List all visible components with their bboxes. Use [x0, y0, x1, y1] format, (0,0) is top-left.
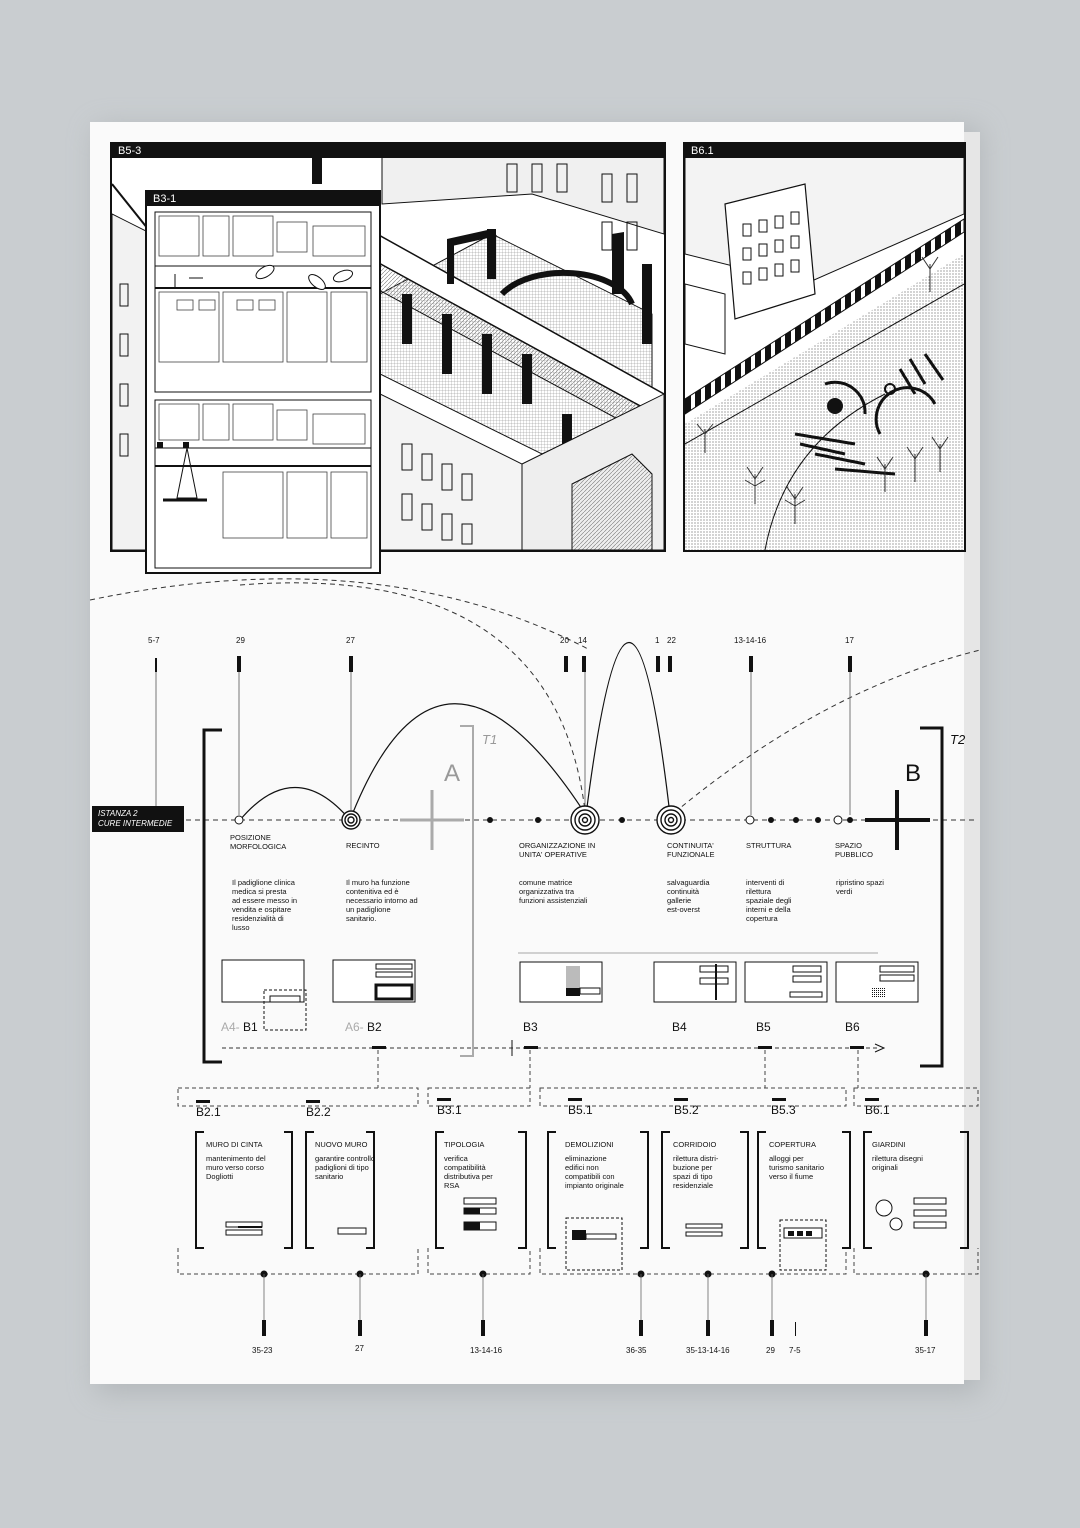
sheet-edge	[964, 132, 980, 1380]
top-number: 17	[845, 636, 854, 645]
panel-label-b3-1: B3-1	[147, 192, 379, 206]
code-b2: B2	[367, 1020, 382, 1034]
bottom-number: 35-13-14-16	[686, 1346, 730, 1355]
t1-label: T1	[482, 732, 498, 747]
bottom-number: 36-35	[626, 1346, 647, 1355]
card-title-corridoio: CORRIDOIO	[673, 1140, 717, 1149]
top-number: 1	[655, 636, 660, 645]
code-b4: B4	[672, 1020, 687, 1034]
letter-a: A	[444, 760, 461, 787]
top-number: 13-14-16	[734, 636, 767, 645]
card-title-demolizioni: DEMOLIZIONI	[565, 1140, 614, 1149]
bottom-number: 35-23	[252, 1346, 273, 1355]
card-code-b5-2: B5.2	[674, 1103, 699, 1117]
code-b6: B6	[845, 1020, 860, 1034]
bottom-number: 27	[355, 1344, 364, 1353]
istanza-line2: CURE INTERMEDIE	[98, 819, 173, 828]
top-number: 14	[578, 636, 587, 645]
top-number: 20	[560, 636, 569, 645]
bottom-number: 13-14-16	[470, 1346, 503, 1355]
node-label-continuita: CONTINUITA'FUNZIONALE	[667, 841, 715, 859]
istanza-label: ISTANZA 2 CURE INTERMEDIE	[92, 806, 184, 832]
top-number: 29	[236, 636, 245, 645]
code-b5: B5	[756, 1020, 771, 1034]
panel-label-b6-1: B6.1	[685, 144, 964, 158]
node-label-struttura: STRUTTURA	[746, 841, 792, 850]
card-code-b3-1: B3.1	[437, 1103, 462, 1117]
t2-label: T2	[950, 732, 966, 747]
card-title-copertura: COPERTURA	[769, 1140, 816, 1149]
card-desc-corridoio: rilettura distri-buzione per spazi di ti…	[673, 1154, 719, 1190]
top-number: 27	[346, 636, 355, 645]
code-b1: B1	[243, 1020, 258, 1034]
top-number: 22	[667, 636, 676, 645]
bottom-number: 29	[766, 1346, 775, 1355]
code-a4: A4-	[221, 1020, 240, 1034]
node-label-recinto: RECINTO	[346, 841, 380, 850]
card-code-b2-2: B2.2	[306, 1105, 331, 1119]
card-code-b5-1: B5.1	[568, 1103, 593, 1117]
card-title-nuovo-muro: NUOVO MURO	[315, 1140, 368, 1149]
code-a6: A6-	[345, 1020, 364, 1034]
letter-b: B	[905, 760, 922, 787]
floor-plans-b3-1	[147, 192, 379, 572]
card-code-b5-3: B5.3	[771, 1103, 796, 1117]
istanza-line1: ISTANZA 2	[98, 809, 138, 818]
card-title-tipologia: TIPOLOGIA	[444, 1140, 485, 1149]
panel-label-b5-3: B5-3	[112, 144, 664, 158]
panel-b3-1: B3-1	[145, 190, 381, 574]
card-code-b2-1: B2.1	[196, 1105, 221, 1119]
axonometric-drawing-b6-1	[685, 144, 964, 550]
card-title-muro-di-cinta: MURO DI CINTA	[206, 1140, 263, 1149]
card-title-giardini: GIARDINI	[872, 1140, 906, 1149]
card-code-b6-1: B6.1	[865, 1103, 890, 1117]
panel-b6-1: B6.1	[683, 142, 966, 552]
top-number: 5-7	[148, 636, 160, 645]
bottom-number: 7-5	[789, 1346, 801, 1355]
bottom-number: 35-17	[915, 1346, 936, 1355]
code-b3: B3	[523, 1020, 538, 1034]
